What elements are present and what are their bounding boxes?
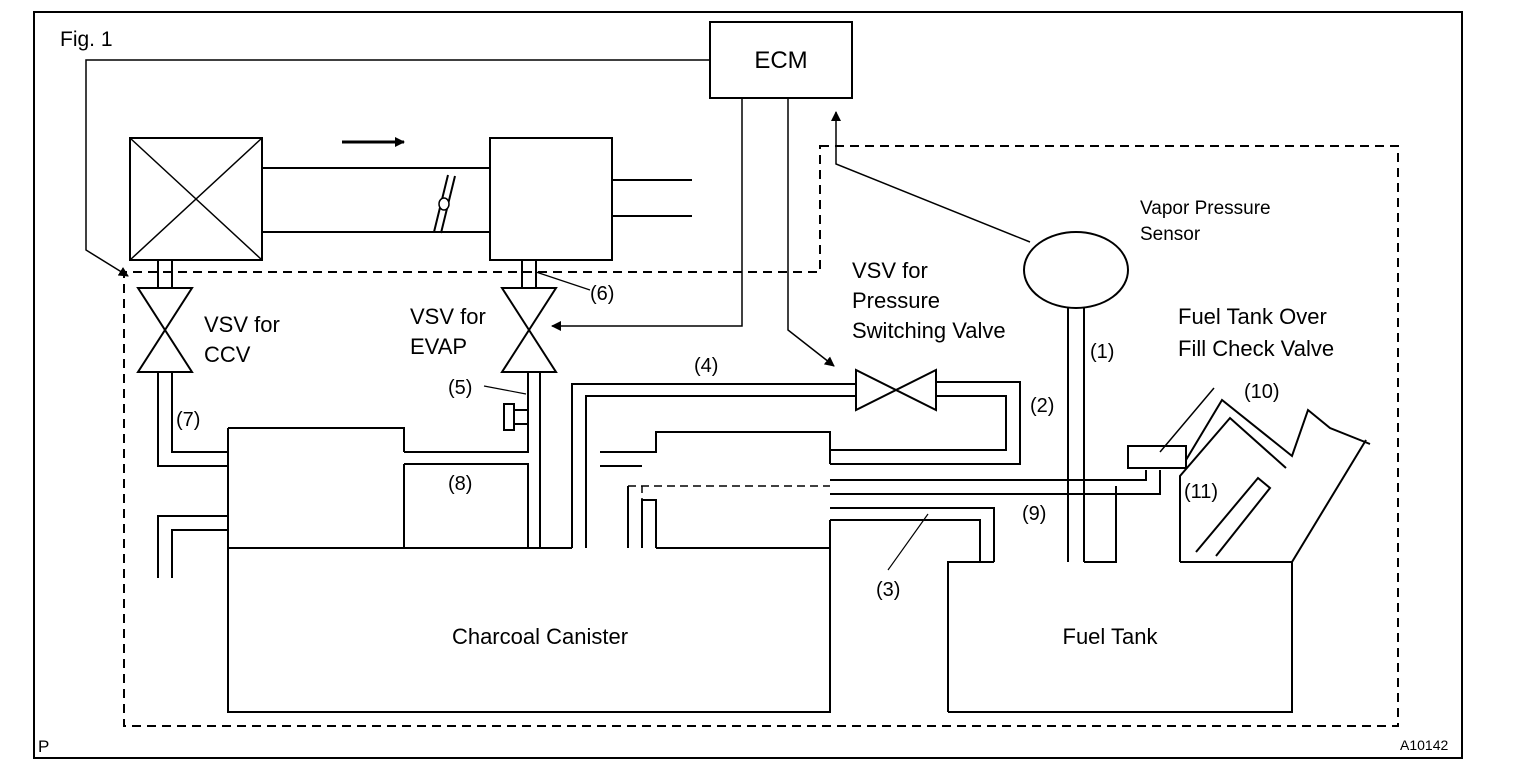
figure-label: Fig. 1 <box>60 28 113 51</box>
ecm-label: ECM <box>754 47 807 74</box>
intake-pipe <box>262 167 490 233</box>
intake-manifold-outlets <box>612 179 692 217</box>
callout-4: (4) <box>694 355 718 377</box>
evap-restrictor <box>503 403 528 431</box>
reference-code: A10142 <box>1400 737 1448 753</box>
callout-6: (6) <box>590 283 614 305</box>
vapor-sensor-label-2: Sensor <box>1140 224 1201 245</box>
callout-5: (5) <box>448 377 472 399</box>
vsv-evap-label-2: EVAP <box>410 334 467 359</box>
hose-4 <box>571 383 860 548</box>
fill-check-valve-lead <box>1159 387 1215 453</box>
vsv-ccv-label-1: VSV for <box>204 312 280 337</box>
vsv-pressure-label-1: VSV for <box>852 258 928 283</box>
callout-11: (11) <box>1184 481 1218 503</box>
vsv-pressure-valve <box>855 368 937 412</box>
vsv-evap-label-1: VSV for <box>410 304 486 329</box>
wire-ecm-to-vsv-evap <box>551 98 743 331</box>
leader-6 <box>535 271 591 291</box>
wire-ecm-to-vsv-ccv <box>85 59 710 277</box>
corner-code: P <box>38 737 49 756</box>
vsv-evap-valve <box>500 287 558 373</box>
callout-1: (1) <box>1090 341 1114 363</box>
figure-border <box>33 11 1463 759</box>
hose-5 <box>404 372 541 548</box>
fill-check-label-1: Fuel Tank Over <box>1178 304 1327 329</box>
callout-10: (10) <box>1244 381 1280 403</box>
vsv-pressure-label-3: Switching Valve <box>852 318 1006 343</box>
system-boundary-dashed <box>123 145 1399 727</box>
wire-ecm-to-vsv-pressure <box>787 98 835 367</box>
vapor-pressure-sensor <box>1023 231 1129 309</box>
hose-7 <box>157 372 228 467</box>
leader-5 <box>483 385 527 395</box>
hose-6 <box>521 260 537 288</box>
throttle-shaft <box>438 197 450 211</box>
fuel-tank-body <box>947 486 1293 713</box>
callout-2: (2) <box>1030 395 1054 417</box>
leader-3 <box>887 513 929 571</box>
hose-3 <box>830 507 995 562</box>
fill-check-valve <box>1127 445 1187 469</box>
canister-upper <box>227 427 529 548</box>
hose-9-dashed <box>628 485 830 500</box>
charcoal-canister-box <box>227 547 831 713</box>
charcoal-canister-label: Charcoal Canister <box>452 624 628 649</box>
callout-7: (7) <box>176 409 200 431</box>
fill-check-label-2: Fill Check Valve <box>1178 336 1334 361</box>
filler-neck-11 <box>1195 476 1272 557</box>
intake-chamber-box <box>489 137 613 261</box>
vsv-pressure-label-2: Pressure <box>852 288 940 313</box>
canister-right-block <box>600 431 831 549</box>
vsv-ccv-label-2: CCV <box>204 342 251 367</box>
vsv-ccv-valve <box>136 287 194 373</box>
vapor-sensor-label-1: Vapor Pressure <box>1140 198 1271 219</box>
fuel-tank-label: Fuel Tank <box>1063 624 1159 649</box>
filler-neck-10 <box>1179 398 1371 563</box>
hose-1 <box>1067 308 1085 562</box>
canister-vent-pipe <box>157 480 229 578</box>
callout-9: (9) <box>1022 503 1046 525</box>
callout-3: (3) <box>876 579 900 601</box>
hose-ccv-top <box>157 260 173 288</box>
hose-2 <box>830 381 1021 465</box>
hose-9 <box>830 470 1161 495</box>
callout-8: (8) <box>448 473 472 495</box>
air-cleaner-x <box>129 137 263 261</box>
wire-sensor-to-ecm <box>831 111 1031 243</box>
